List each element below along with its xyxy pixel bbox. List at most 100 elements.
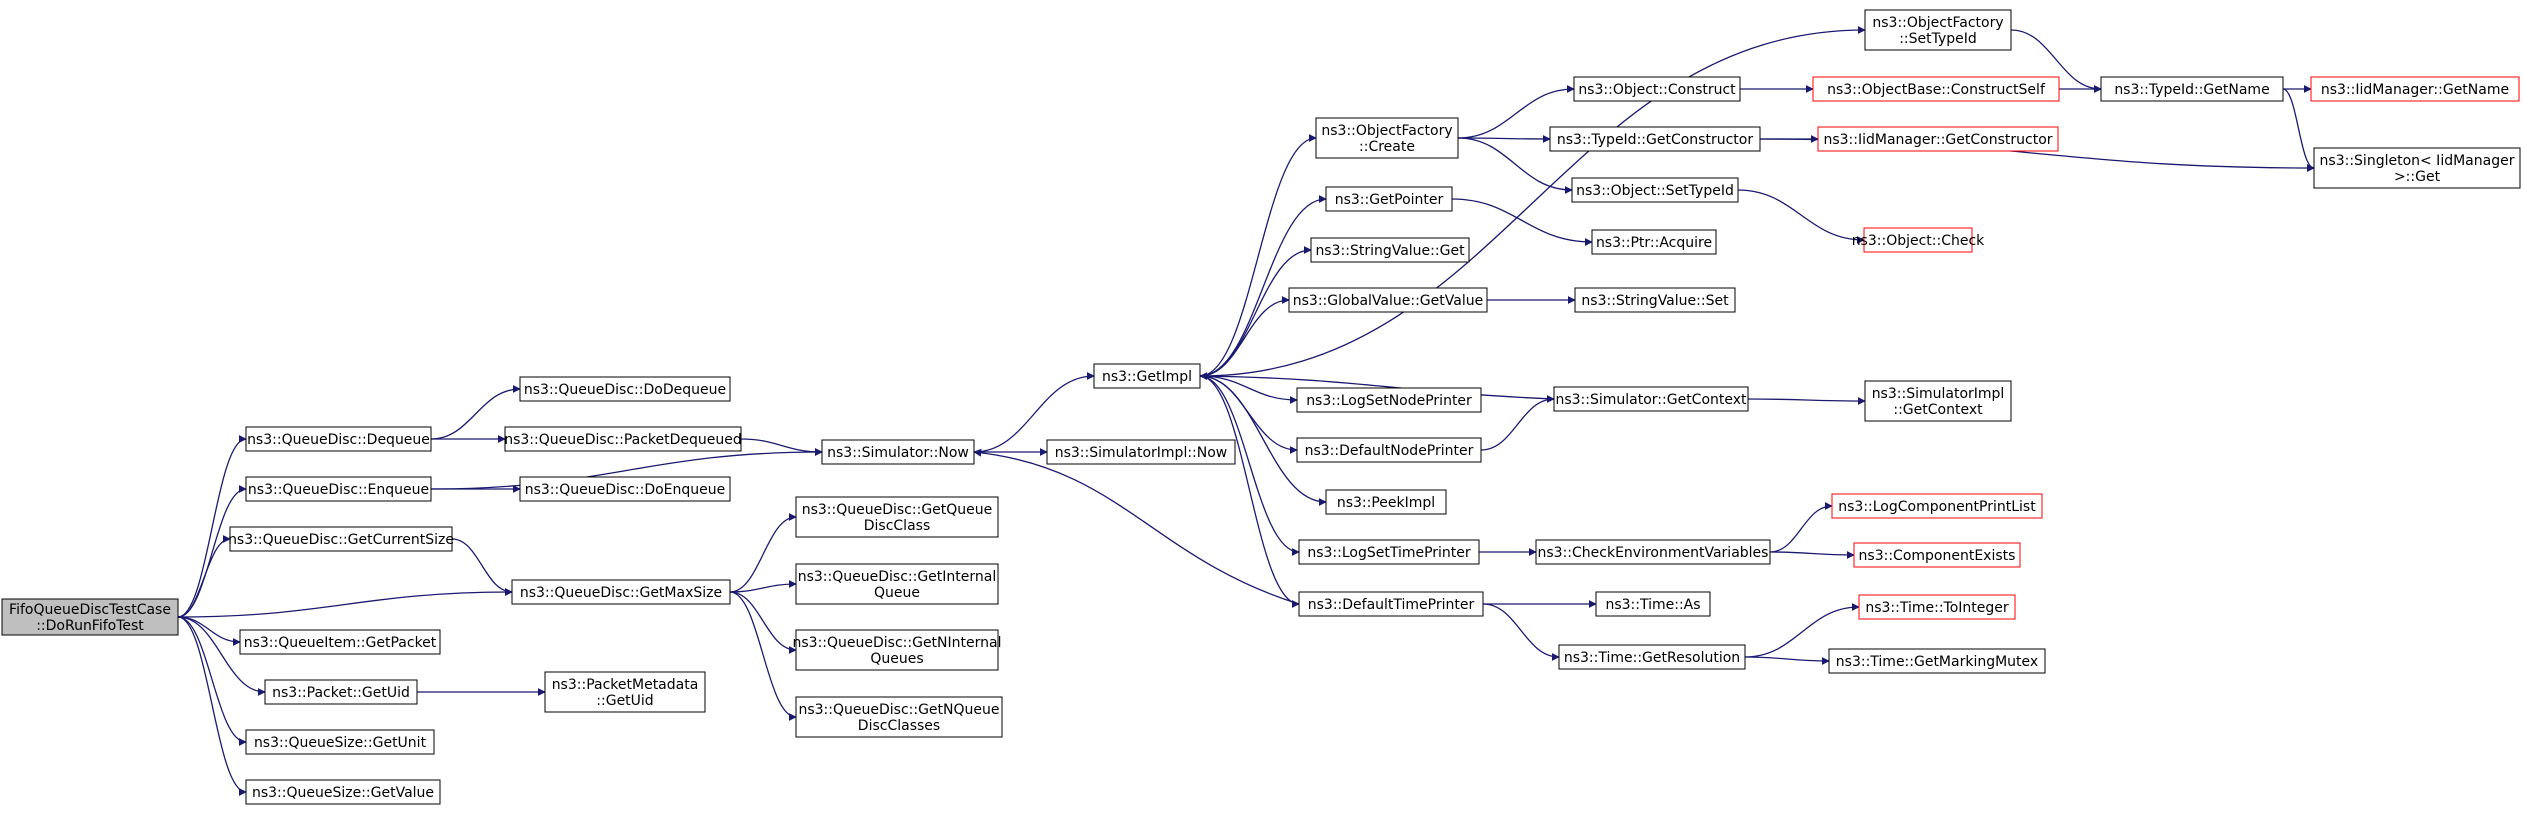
edge-checkenv-to-compexists: [1769, 550, 1855, 559]
node-iid_getname[interactable]: ns3::IidManager::GetName: [2310, 76, 2520, 102]
node-simimpl_now[interactable]: ns3::SimulatorImpl::Now: [1046, 439, 1236, 465]
node-of_create[interactable]: ns3::ObjectFactory::Create: [1315, 117, 1459, 159]
edge-root-to-pkt_getuid: [177, 616, 266, 696]
node-box: [1573, 76, 1741, 102]
node-label: ns3::StringValue::Get: [1315, 243, 1465, 259]
node-box: [1093, 363, 1201, 389]
node-ob_constructself[interactable]: ns3::ObjectBase::ConstructSelf: [1812, 76, 2060, 102]
node-box: [245, 779, 441, 805]
node-label: ::SetTypeId: [1899, 31, 1977, 47]
node-gv_getvalue[interactable]: ns3::GlobalValue::GetValue: [1288, 287, 1488, 313]
node-time_as[interactable]: ns3::Time::As: [1595, 591, 1711, 617]
node-box: [795, 696, 1003, 738]
node-box: [1812, 76, 2060, 102]
node-getimpl[interactable]: ns3::GetImpl: [1093, 363, 1201, 389]
node-label: ns3::LogSetNodePrinter: [1306, 393, 1472, 409]
node-time_getres[interactable]: ns3::Time::GetResolution: [1558, 644, 1746, 670]
node-ptr_acquire[interactable]: ns3::Ptr::Acquire: [1591, 229, 1717, 255]
node-box: [795, 629, 999, 671]
node-time_getmm[interactable]: ns3::Time::GetMarkingMutex: [1828, 648, 2046, 674]
node-label: ns3::Simulator::GetContext: [1555, 392, 1747, 408]
node-qs_getvalue[interactable]: ns3::QueueSize::GetValue: [245, 779, 441, 805]
node-qd_dequeue[interactable]: ns3::QueueDisc::Dequeue: [245, 426, 432, 452]
node-label: ns3::Ptr::Acquire: [1596, 235, 1712, 251]
node-box: [1858, 594, 2016, 620]
edge-qd_enqueue-to-sim_now: [430, 448, 823, 490]
node-label: Queue: [874, 585, 920, 601]
node-obj_construct[interactable]: ns3::Object::Construct: [1573, 76, 1741, 102]
node-box: [1, 598, 179, 636]
node-box: [1863, 227, 1973, 253]
edge-qd_getmaxsize-to-qd_getqdc: [729, 513, 797, 593]
node-compexists[interactable]: ns3::ComponentExists: [1853, 542, 2021, 568]
node-deftime[interactable]: ns3::DefaultTimePrinter: [1298, 591, 1484, 617]
node-label: ns3::Time::GetResolution: [1564, 650, 1740, 666]
edge-getimpl-to-peekimpl: [1199, 375, 1327, 506]
node-qd_pktdequeued[interactable]: ns3::QueueDisc::PacketDequeued: [504, 426, 742, 452]
node-time_tointeger[interactable]: ns3::Time::ToInteger: [1858, 594, 2016, 620]
node-box: [2313, 147, 2521, 189]
node-box: [821, 439, 975, 465]
node-box: [795, 496, 999, 538]
node-singleton_get[interactable]: ns3::Singleton< IidManager >::Get: [2313, 147, 2521, 189]
edge-sim_now-to-getimpl: [973, 372, 1095, 453]
node-label: ns3::QueueDisc::DoEnqueue: [525, 482, 726, 498]
node-label: ns3::QueueDisc::Enqueue: [248, 482, 429, 498]
edge-sim_getctx-to-simimpl_getctx: [1747, 396, 1866, 405]
node-qi_getpacket[interactable]: ns3::QueueItem::GetPacket: [239, 629, 441, 655]
node-defnode[interactable]: ns3::DefaultNodePrinter: [1296, 437, 1482, 463]
edge-root-to-qd_dequeue: [177, 435, 247, 618]
node-qd_dodequeue[interactable]: ns3::QueueDisc::DoDequeue: [519, 376, 731, 402]
edge-getimpl-to-sv_get: [1199, 246, 1312, 377]
node-pkt_getuid[interactable]: ns3::Packet::GetUid: [264, 679, 418, 705]
node-sim_getctx[interactable]: ns3::Simulator::GetContext: [1553, 386, 1749, 412]
node-qd_doenqueue[interactable]: ns3::QueueDisc::DoEnqueue: [519, 476, 731, 502]
node-box: [1864, 380, 2012, 422]
node-obj_check[interactable]: ns3::Object::Check: [1852, 227, 1985, 253]
node-simimpl_getctx[interactable]: ns3::SimulatorImpl::GetContext: [1864, 380, 2012, 422]
node-checkenv[interactable]: ns3::CheckEnvironmentVariables: [1535, 539, 1771, 565]
edge-qd_getcursize-to-qd_getmaxsize: [451, 538, 513, 596]
node-logcomplist[interactable]: ns3::LogComponentPrintList: [1831, 493, 2043, 519]
node-label: ::GetUid: [596, 693, 653, 709]
node-sv_get[interactable]: ns3::StringValue::Get: [1310, 237, 1470, 263]
node-qd_enqueue[interactable]: ns3::QueueDisc::Enqueue: [245, 476, 432, 502]
edge-of_create-to-obj_settypeid: [1457, 137, 1573, 194]
node-obj_settypeid[interactable]: ns3::Object::SetTypeId: [1571, 177, 1739, 203]
edge-getpointer-to-ptr_acquire: [1451, 198, 1593, 246]
node-box: [264, 679, 418, 705]
node-qd_getmaxsize[interactable]: ns3::QueueDisc::GetMaxSize: [511, 579, 731, 605]
node-label: ns3::ObjectFactory: [1321, 123, 1452, 139]
node-iid_getctor[interactable]: ns3::IidManager::GetConstructor: [1817, 126, 2059, 152]
node-tid_getctor[interactable]: ns3::TypeId::GetConstructor: [1549, 126, 1761, 152]
node-logsetnode[interactable]: ns3::LogSetNodePrinter: [1296, 387, 1482, 413]
node-box: [1571, 177, 1739, 203]
edge-of_create-to-tid_getctor: [1457, 134, 1551, 143]
node-qd_getcursize[interactable]: ns3::QueueDisc::GetCurrentSize: [228, 526, 454, 552]
node-box: [245, 476, 432, 502]
node-label: ns3::PeekImpl: [1337, 495, 1435, 511]
node-root[interactable]: FifoQueueDiscTestCase::DoRunFifoTest: [1, 598, 179, 636]
node-tid_getname[interactable]: ns3::TypeId::GetName: [2100, 76, 2284, 102]
node-sim_now[interactable]: ns3::Simulator::Now: [821, 439, 975, 465]
node-pm_getuid[interactable]: ns3::PacketMetadata::GetUid: [544, 671, 706, 713]
node-peekimpl[interactable]: ns3::PeekImpl: [1325, 489, 1447, 515]
node-label: ns3::Object::SetTypeId: [1576, 183, 1734, 199]
node-sv_set[interactable]: ns3::StringValue::Set: [1574, 287, 1736, 313]
node-getpointer[interactable]: ns3::GetPointer: [1325, 186, 1453, 212]
node-label: ns3::QueueDisc::GetMaxSize: [520, 585, 722, 601]
node-box: [1574, 287, 1736, 313]
node-qs_getunit[interactable]: ns3::QueueSize::GetUnit: [245, 729, 435, 755]
node-label: FifoQueueDiscTestCase: [9, 602, 171, 618]
node-label: ns3::QueueDisc::GetCurrentSize: [228, 532, 454, 548]
node-logsettime[interactable]: ns3::LogSetTimePrinter: [1298, 539, 1480, 565]
node-of_settypeid[interactable]: ns3::ObjectFactory::SetTypeId: [1864, 9, 2012, 51]
node-box: [229, 526, 453, 552]
node-label: DiscClasses: [858, 718, 940, 734]
node-label: ns3::GetPointer: [1335, 192, 1444, 208]
node-label: ns3::Object::Check: [1852, 233, 1985, 249]
